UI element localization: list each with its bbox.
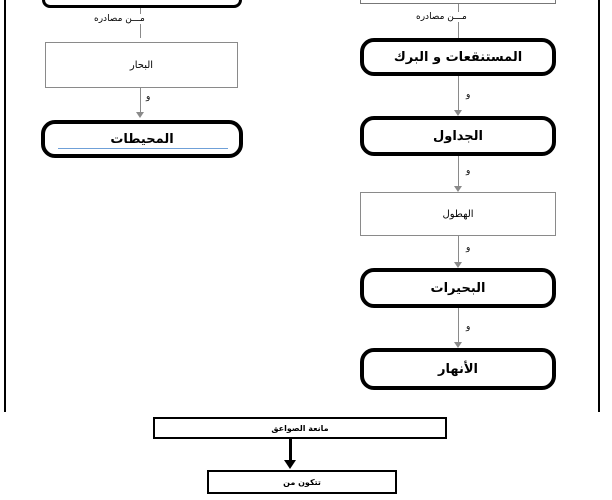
left-connector-2: [140, 88, 141, 116]
right-connector-5: [458, 308, 459, 344]
right-conj-label-3: و: [466, 243, 471, 253]
bottom-box-consists-of: تتكون من: [207, 470, 397, 494]
left-arrow-head-2: [136, 112, 144, 118]
right-box-lakes: البحيرات: [360, 268, 556, 308]
left-conj-label: و: [146, 92, 151, 102]
right-connector-3: [458, 156, 459, 188]
left-border-line: [4, 0, 6, 412]
right-conj-label-1: و: [466, 90, 471, 100]
left-blue-underline: [58, 148, 228, 149]
right-from-sources-label: مـــن مصادره: [414, 12, 469, 22]
right-box-swamps-ponds: المستنقعات و البرك: [360, 38, 556, 76]
bottom-arrow-head: [284, 460, 296, 469]
left-from-sources-label: مـــن مصادره: [92, 14, 147, 24]
right-connector-2: [458, 76, 459, 112]
right-box-streams: الجداول: [360, 116, 556, 156]
left-box-seas: البحار: [45, 42, 238, 88]
bottom-box-lightning-rod: مانعة الصواعق: [153, 417, 447, 439]
left-box-oceans: المحيطات: [41, 120, 243, 158]
bottom-connector: [289, 439, 292, 463]
right-arrow-head-5: [454, 342, 462, 348]
bottom-cutoff-line: [230, 492, 380, 494]
right-arrow-head-3: [454, 186, 462, 192]
right-border-line: [598, 0, 600, 412]
left-top-cutoff-box: [42, 0, 242, 8]
right-box-precipitation: الهطول: [360, 192, 556, 236]
right-connector-4: [458, 236, 459, 264]
right-conj-label-4: و: [466, 322, 471, 332]
right-top-cutoff-box: [360, 0, 556, 4]
right-arrow-head-2: [454, 110, 462, 116]
right-conj-label-2: و: [466, 166, 471, 176]
right-box-rivers: الأنهار: [360, 348, 556, 390]
right-arrow-head-4: [454, 262, 462, 268]
